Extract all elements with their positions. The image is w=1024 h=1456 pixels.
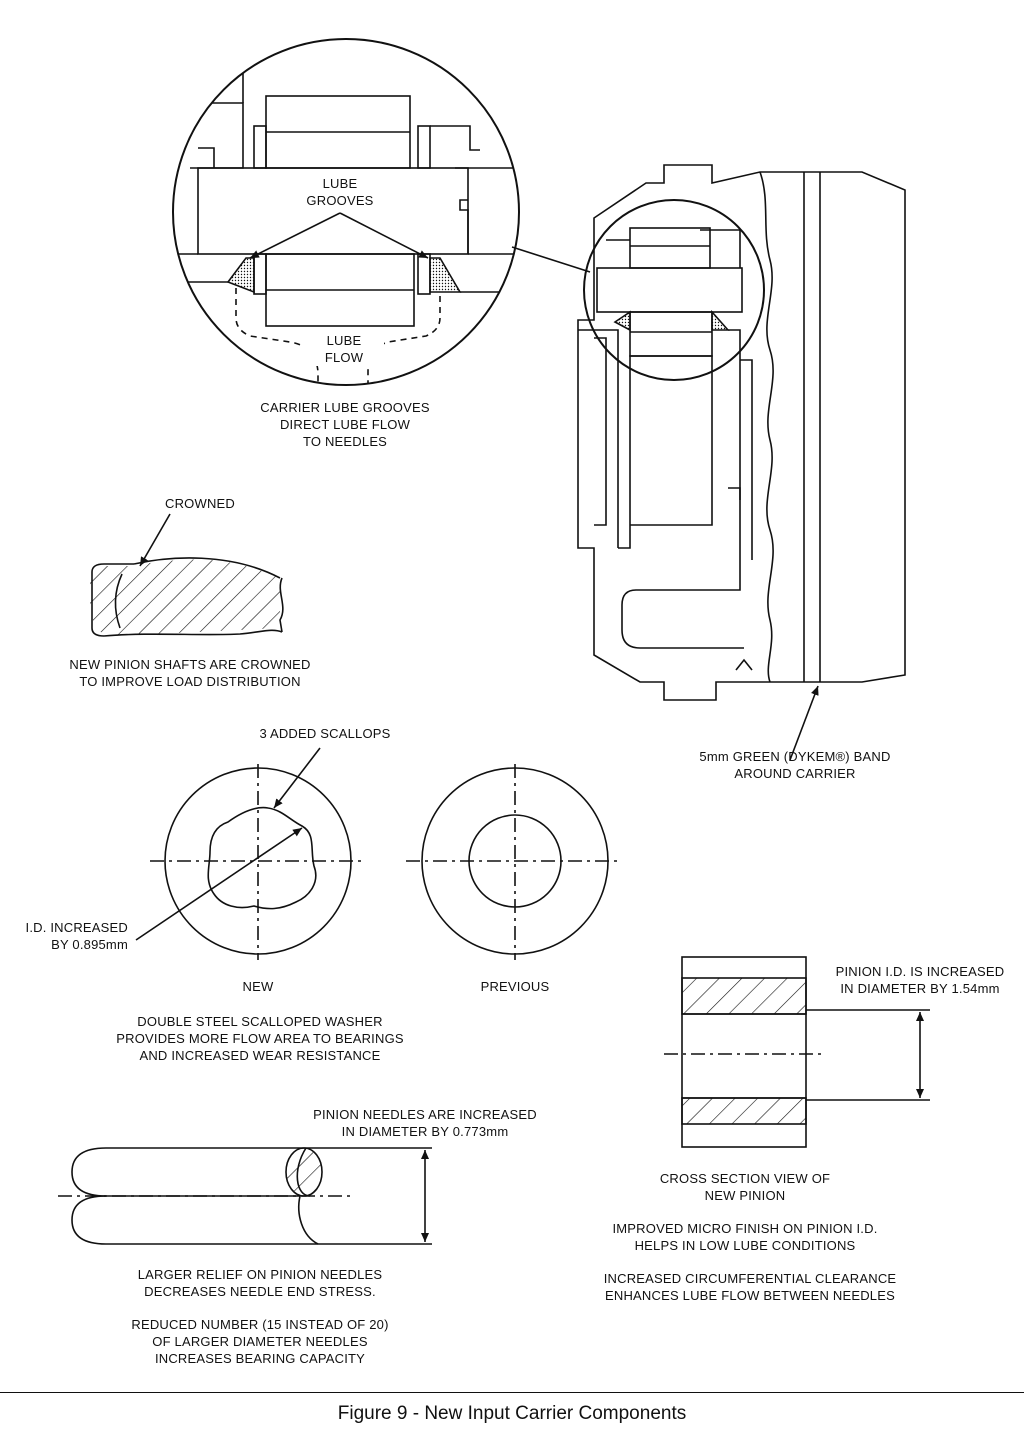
crowned-label: CROWNED bbox=[164, 496, 235, 511]
green-band-arrow bbox=[789, 685, 819, 761]
figure-caption: Figure 9 - New Input Carrier Components bbox=[337, 1403, 687, 1424]
washer-new bbox=[135, 747, 365, 960]
new-label: NEW bbox=[242, 979, 274, 994]
detail-leader-line bbox=[511, 246, 591, 273]
previous-label: PREVIOUS bbox=[480, 979, 550, 994]
scallops-label: 3 ADDED SCALLOPS bbox=[259, 726, 391, 741]
carrier-cross-section bbox=[577, 164, 906, 701]
caption-rule bbox=[0, 1392, 1024, 1393]
crowned-pinion-shaft bbox=[90, 513, 284, 637]
washer-previous bbox=[406, 764, 622, 960]
micro-finish-note: IMPROVED MICRO FINISH ON PINION I.D.HELP… bbox=[612, 1221, 878, 1253]
reduced-number-note: REDUCED NUMBER (15 INSTEAD OF 20)OF LARG… bbox=[131, 1317, 389, 1366]
pinion-cross-section bbox=[664, 956, 930, 1148]
magnified-detail-view bbox=[172, 38, 520, 386]
pinion-needle bbox=[58, 1147, 432, 1245]
